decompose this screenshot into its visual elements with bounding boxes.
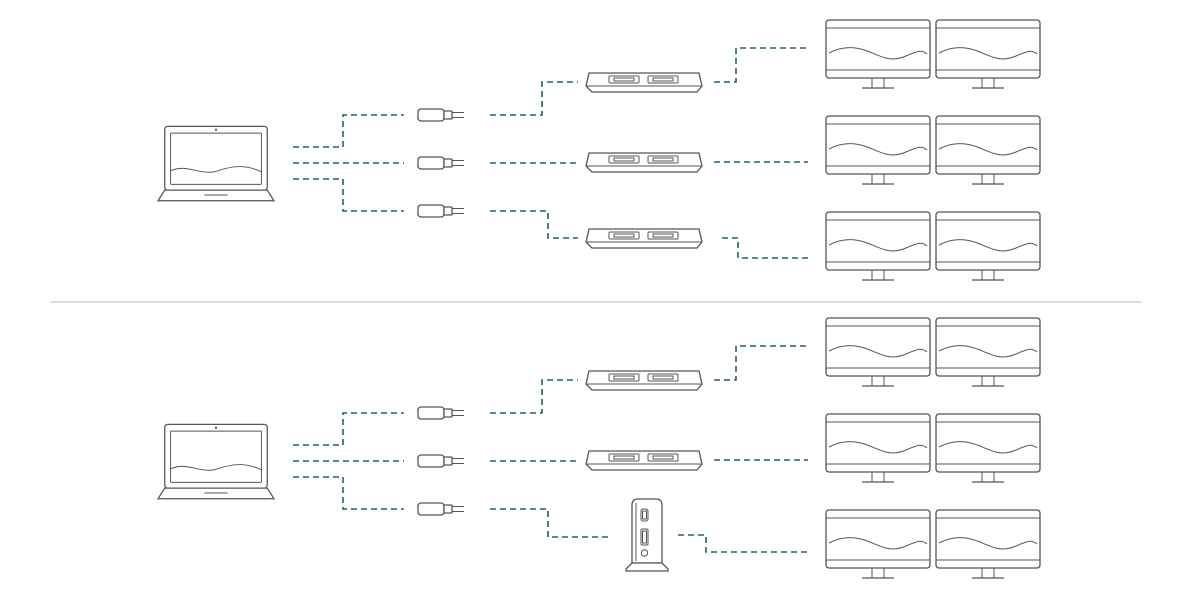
dual-hdmi-adapter-icon	[585, 72, 703, 93]
laptop-icon	[157, 125, 275, 202]
panel-three-dual-display-adapters	[157, 19, 1041, 281]
link-cable-to-hub	[490, 379, 578, 414]
usb-c-connector-icon	[417, 156, 465, 170]
link-hub-to-displays	[722, 237, 808, 259]
monitor-icon	[825, 115, 931, 185]
monitor-icon	[825, 413, 931, 483]
link-hub-to-displays	[678, 534, 808, 553]
usb-c-connector-icon	[417, 204, 465, 218]
usb-c-connector-icon	[417, 406, 465, 420]
panel-two-adapters-and-dock	[157, 317, 1041, 579]
link-cable-to-hub	[490, 210, 578, 239]
usb-c-connector-icon	[417, 108, 465, 122]
monitor-icon	[935, 115, 1041, 185]
link-laptop-to-cable	[293, 178, 404, 212]
link-laptop-to-cable	[293, 476, 404, 510]
monitor-icon	[935, 509, 1041, 579]
dual-hdmi-adapter-icon	[585, 370, 703, 391]
monitor-icon	[935, 19, 1041, 89]
vertical-docking-station-icon	[625, 498, 669, 572]
monitor-icon	[935, 211, 1041, 281]
usb-c-connector-icon	[417, 454, 465, 468]
dual-hdmi-adapter-icon	[585, 228, 703, 249]
usb-c-connector-icon	[417, 502, 465, 516]
laptop-icon	[157, 423, 275, 500]
dual-hdmi-adapter-icon	[585, 450, 703, 471]
monitor-icon	[825, 317, 931, 387]
link-hub-to-displays	[714, 345, 808, 381]
link-hub-to-displays	[714, 47, 808, 83]
monitor-icon	[825, 211, 931, 281]
link-cable-to-hub	[490, 81, 578, 116]
link-laptop-to-cable	[293, 412, 404, 446]
monitor-icon	[935, 413, 1041, 483]
link-cable-to-hub	[490, 508, 608, 538]
diagram-root	[50, 19, 1142, 579]
dual-hdmi-adapter-icon	[585, 152, 703, 173]
monitor-icon	[825, 509, 931, 579]
monitor-icon	[935, 317, 1041, 387]
link-laptop-to-cable	[293, 114, 404, 148]
monitor-icon	[825, 19, 931, 89]
